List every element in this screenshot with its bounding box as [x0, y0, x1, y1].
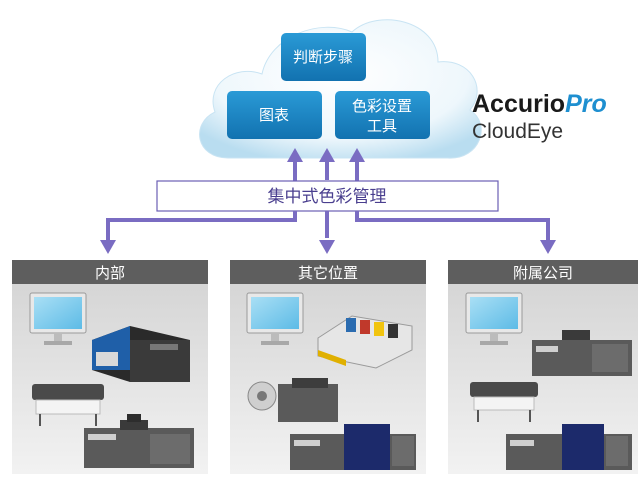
location-panel-inhouse: 内部	[12, 260, 208, 474]
accurio-pro-cloudeye-logo: AccurioPro CloudEye	[472, 90, 607, 143]
cloud-box-label-line1: 色彩设置	[352, 97, 412, 115]
location-title: 内部	[95, 264, 125, 282]
brand-name-part2: Pro	[565, 90, 607, 118]
production-printer-icon	[290, 424, 416, 470]
hub-label: 集中式色彩管理	[268, 187, 387, 207]
location-title: 其它位置	[298, 264, 358, 282]
production-printer-icon	[532, 330, 632, 376]
cloud-box-charts: 图表	[227, 91, 322, 139]
production-printer-icon	[84, 414, 194, 468]
monitor-icon	[29, 292, 87, 345]
arrowhead-down-icon	[100, 240, 116, 254]
arrowhead-up-icon	[319, 148, 335, 162]
brand-subname: CloudEye	[472, 120, 563, 143]
brand-name-part1: Accurio	[472, 90, 565, 118]
monitor-icon	[465, 292, 523, 345]
cloud-box-color-tools: 色彩设置 工具	[335, 91, 430, 139]
offset-press-icon	[317, 315, 413, 369]
arrowhead-up-icon	[287, 148, 303, 162]
location-panel-affiliates: 附属公司	[448, 260, 638, 474]
inkjet-press-icon	[92, 326, 190, 382]
downward-arrows	[106, 211, 550, 240]
arrowhead-down-icon	[540, 240, 556, 254]
location-title: 附属公司	[513, 264, 573, 282]
cloud-box-decision-steps: 判断步骤	[281, 33, 366, 81]
upward-arrowheads	[287, 148, 365, 162]
wide-format-printer-icon	[32, 384, 104, 426]
central-hub-bar: 集中式色彩管理	[156, 180, 499, 212]
roll-printer-icon	[247, 378, 338, 422]
downward-arrowheads	[100, 240, 556, 254]
svg-text:AccurioPro: AccurioPro	[472, 90, 607, 118]
cloud-box-label: 图表	[259, 106, 289, 124]
production-printer-icon	[506, 424, 632, 470]
location-panel-other: 其它位置	[230, 260, 426, 474]
arrowhead-up-icon	[349, 148, 365, 162]
wide-format-printer-icon	[470, 382, 538, 422]
cloud-box-label-line2: 工具	[367, 117, 397, 135]
arrowhead-down-icon	[319, 240, 335, 254]
monitor-icon	[246, 292, 304, 345]
cloud-box-label: 判断步骤	[293, 48, 353, 66]
